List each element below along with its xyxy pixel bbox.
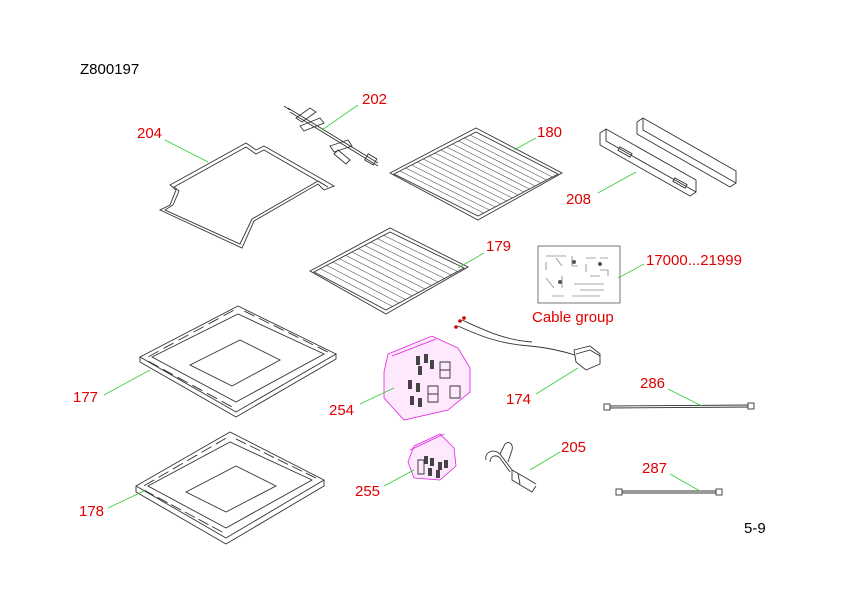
part-177-tray bbox=[139, 305, 337, 418]
label-17000-21999: 17000...21999 bbox=[646, 252, 742, 269]
leader-178 bbox=[107, 489, 147, 509]
part-287-cable bbox=[615, 488, 723, 496]
label-287: 287 bbox=[642, 460, 667, 477]
part-286-cable bbox=[603, 402, 755, 411]
leader-286 bbox=[667, 388, 703, 407]
leader-180 bbox=[513, 137, 537, 151]
part-174-cable-connector bbox=[454, 316, 601, 371]
leader-205 bbox=[529, 451, 561, 471]
leader-208 bbox=[597, 171, 637, 194]
leader-177 bbox=[103, 369, 151, 396]
label-cable-group: Cable group bbox=[532, 309, 614, 326]
label-286: 286 bbox=[640, 375, 665, 392]
leader-287 bbox=[669, 473, 701, 492]
part-204-wire-frame bbox=[158, 142, 336, 249]
leader-179 bbox=[457, 252, 485, 269]
leader-17000 bbox=[617, 263, 645, 279]
label-177: 177 bbox=[73, 389, 98, 406]
part-202-rotisserie-spit bbox=[283, 105, 379, 167]
label-205: 205 bbox=[561, 439, 586, 456]
label-208: 208 bbox=[566, 191, 591, 208]
part-255-fixing-kit-bag bbox=[407, 433, 457, 481]
leader-202 bbox=[321, 104, 359, 131]
document-code: Z800197 bbox=[80, 61, 139, 78]
page-number: 5-9 bbox=[744, 520, 766, 537]
part-208-side-rails bbox=[599, 117, 737, 197]
part-205-holder bbox=[485, 442, 537, 493]
label-180: 180 bbox=[537, 124, 562, 141]
leader-254 bbox=[359, 387, 395, 405]
label-204: 204 bbox=[137, 125, 162, 142]
label-254: 254 bbox=[329, 402, 354, 419]
label-174: 174 bbox=[506, 391, 531, 408]
part-179-grid-shelf bbox=[309, 227, 469, 315]
leader-204 bbox=[164, 139, 209, 163]
label-202: 202 bbox=[362, 91, 387, 108]
label-178: 178 bbox=[79, 503, 104, 520]
label-179: 179 bbox=[486, 238, 511, 255]
part-cable-group-box bbox=[537, 245, 621, 304]
part-254-fixing-kit-bag bbox=[383, 335, 471, 421]
part-180-grid-shelf bbox=[389, 127, 563, 221]
leader-174 bbox=[535, 367, 579, 395]
label-255: 255 bbox=[355, 483, 380, 500]
part-178-tray bbox=[135, 431, 325, 545]
leader-255 bbox=[383, 469, 415, 487]
